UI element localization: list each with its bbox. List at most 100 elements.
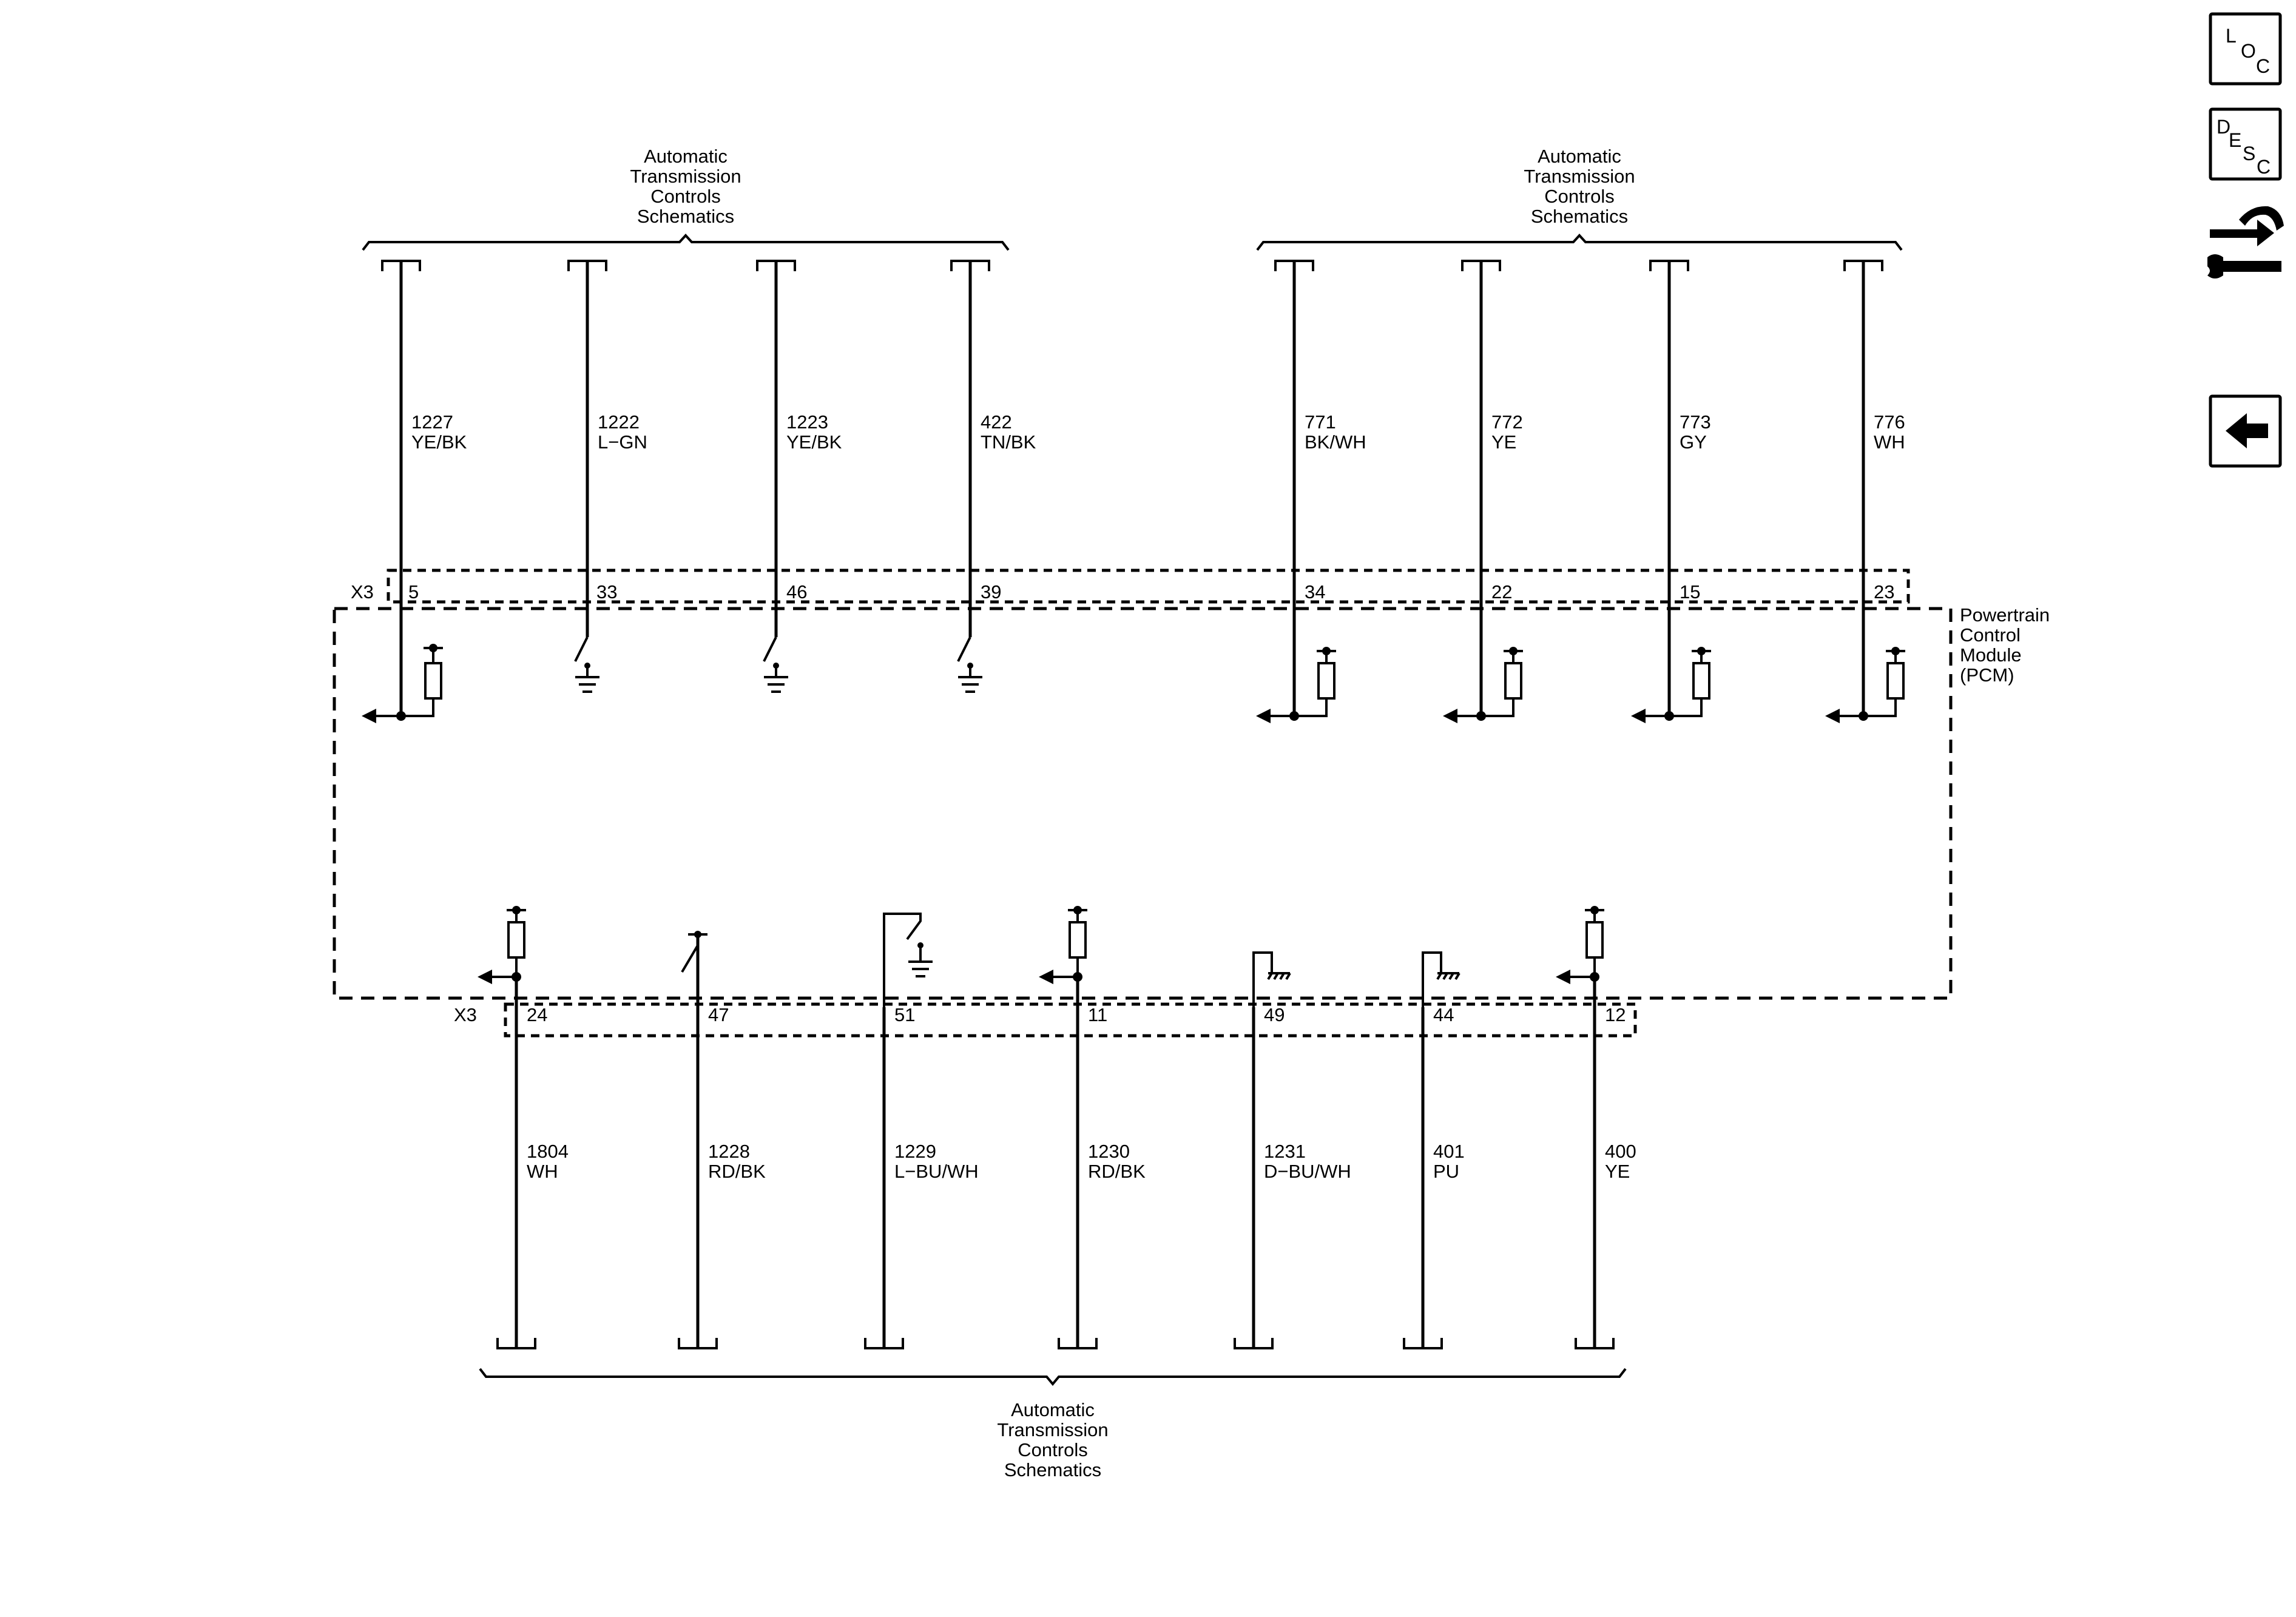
pullup-input-23 [1825, 647, 1905, 723]
pin-label: 23 [1874, 581, 1894, 603]
loc-letter-o: O [2241, 40, 2256, 62]
top-left-title-line-2: Transmission [630, 166, 741, 187]
switch-to-ground-46 [763, 636, 788, 693]
module-label-line-2: Control [1960, 624, 2021, 646]
top-left-harness-label[interactable]: Automatic Transmission Controls Schemati… [630, 146, 741, 227]
switch-input-47 [681, 931, 707, 973]
pin-label: 11 [1088, 1004, 1107, 1025]
top-left-title-line-3: Controls [650, 186, 720, 207]
wire-label-circuit: 1223 [786, 411, 828, 433]
bottom-brace [479, 1368, 1627, 1386]
top-left-title-line-4: Schematics [637, 206, 734, 227]
pin-label: 33 [596, 581, 617, 603]
pin-label: 34 [1305, 581, 1325, 603]
pin-label: 39 [981, 581, 1001, 603]
wire-label-color: WH [1874, 431, 1905, 453]
wire-label-circuit: 1804 [527, 1141, 569, 1162]
wire-label-circuit: 400 [1605, 1141, 1636, 1162]
pin-label: 12 [1605, 1004, 1626, 1025]
wire-label-color: BK/WH [1305, 431, 1366, 453]
connector-terminal [864, 1338, 904, 1349]
switch-to-ground-33 [574, 636, 599, 693]
chassis-ground-44 [1422, 951, 1460, 1007]
loc-letter-c: C [2256, 55, 2270, 77]
wire-label-color: YE [1605, 1161, 1630, 1182]
pullup-input-15 [1631, 647, 1711, 723]
pin-label: 5 [408, 581, 419, 603]
connector-terminal [1058, 1338, 1098, 1349]
wire-label-circuit: 1222 [598, 411, 640, 433]
desc-letter-d: D [2217, 116, 2230, 138]
wire-label-circuit: 1229 [894, 1141, 936, 1162]
wire-label-circuit: 422 [981, 411, 1012, 433]
top-left-wires [381, 260, 990, 716]
module-label-line-3: Module [1960, 644, 2022, 666]
pullup-input-24 [478, 906, 526, 984]
top-right-brace [1256, 234, 1903, 251]
pin-label: 49 [1264, 1004, 1285, 1025]
pullup-input-34 [1256, 647, 1336, 723]
pullup-input-22 [1443, 647, 1523, 723]
back-arrow-button[interactable] [2209, 394, 2282, 468]
connector-terminal [678, 1338, 718, 1349]
top-left-brace [362, 234, 1010, 251]
description-button[interactable]: D E S C [2209, 107, 2282, 181]
switch-to-ground-39 [957, 636, 982, 693]
top-right-title-line-3: Controls [1544, 186, 1614, 207]
top-right-wires [1274, 260, 1883, 716]
connector-x3-bottom-label: X3 [454, 1004, 477, 1025]
connector-terminal [1234, 1338, 1274, 1349]
wire-label-color: RD/BK [1088, 1161, 1146, 1182]
bottom-title-line-3: Controls [1018, 1439, 1087, 1460]
pcm-boundary[interactable] [333, 607, 1953, 1000]
top-right-harness-label[interactable]: Automatic Transmission Controls Schemati… [1524, 146, 1635, 227]
bottom-title-line-4: Schematics [1004, 1459, 1101, 1480]
connector-terminal [1403, 1338, 1443, 1349]
wire-label-color: YE [1491, 431, 1516, 453]
wire-label-color: L−GN [598, 431, 647, 453]
wire-label-circuit: 401 [1433, 1141, 1465, 1162]
top-left-title-line-1: Automatic [644, 146, 728, 167]
bottom-wires [496, 934, 1615, 1349]
connector-wrench-icon[interactable] [2207, 206, 2284, 279]
location-button[interactable]: L O C [2209, 12, 2282, 86]
switch-to-ground-51 [883, 913, 933, 1007]
module-label-line-1: Powertrain [1960, 604, 2050, 626]
wire-label-color: YE/BK [411, 431, 467, 453]
wire-label-circuit: 771 [1305, 411, 1336, 433]
back-arrow-icon [2226, 413, 2268, 448]
pin-label: 51 [894, 1004, 915, 1025]
pullup-input-12 [1556, 906, 1604, 984]
pin-label: 46 [786, 581, 807, 603]
chassis-ground-49 [1252, 951, 1291, 1007]
wire-label-color: GY [1680, 431, 1707, 453]
top-right-title-line-2: Transmission [1524, 166, 1635, 187]
bottom-harness-label[interactable]: Automatic Transmission Controls Schemati… [997, 1399, 1108, 1480]
wire-label-circuit: 1227 [411, 411, 453, 433]
desc-letter-e: E [2229, 129, 2241, 151]
pin-label: 44 [1433, 1004, 1454, 1025]
wire-label-color: YE/BK [786, 431, 842, 453]
desc-letter-c: C [2257, 156, 2271, 178]
module-label-line-4: (PCM) [1960, 664, 2014, 686]
wire-label-circuit: 1230 [1088, 1141, 1130, 1162]
connector-x3-top [387, 569, 1910, 604]
pin-label: 24 [527, 1004, 547, 1025]
bottom-title-line-2: Transmission [997, 1419, 1108, 1440]
wire-label-color: PU [1433, 1161, 1459, 1182]
wire-label-circuit: 1228 [708, 1141, 750, 1162]
pullup-input-circuit [362, 644, 443, 723]
connector-terminal [1575, 1338, 1615, 1349]
pullup-input-11 [1039, 906, 1087, 984]
bottom-title-line-1: Automatic [1011, 1399, 1095, 1420]
top-right-title-line-4: Schematics [1531, 206, 1628, 227]
wire-label-color: L−BU/WH [894, 1161, 979, 1182]
wire-label-circuit: 773 [1680, 411, 1711, 433]
wire-label-circuit: 776 [1874, 411, 1905, 433]
wire-label-color: RD/BK [708, 1161, 766, 1182]
wire-label-color: WH [527, 1161, 558, 1182]
top-right-title-line-1: Automatic [1538, 146, 1621, 167]
loc-letter-l: L [2226, 25, 2237, 47]
pin-label: 15 [1680, 581, 1700, 603]
